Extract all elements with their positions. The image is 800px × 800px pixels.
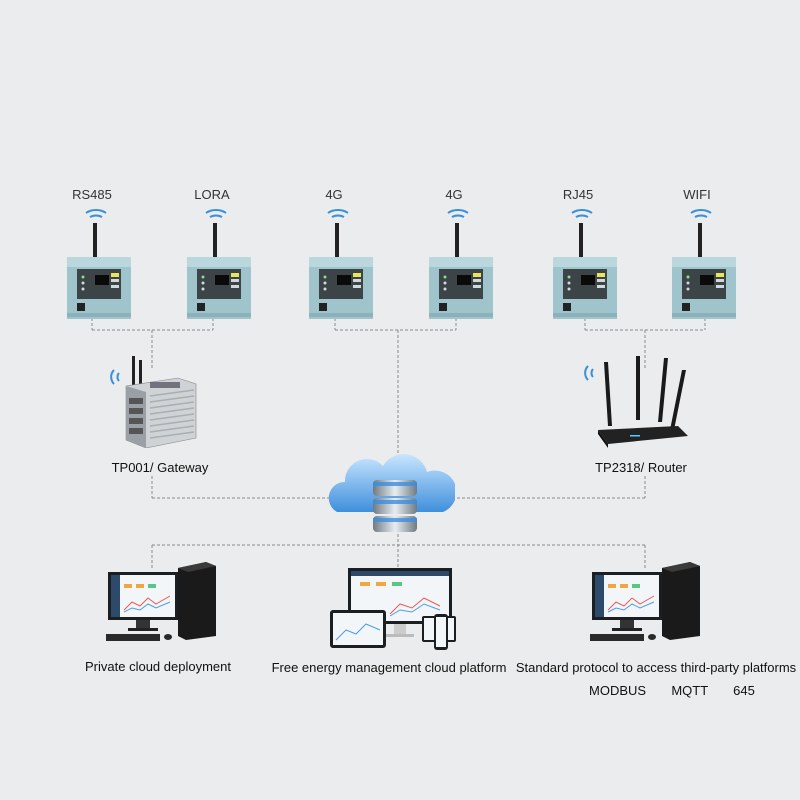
energy-meter xyxy=(545,207,625,324)
energy-meter xyxy=(179,207,259,324)
third-party-computer xyxy=(590,562,700,641)
bottom-label-cloud-platform: Free energy management cloud platform xyxy=(271,660,507,675)
meter-label: 4G xyxy=(325,187,343,202)
wifi-icon xyxy=(327,209,349,218)
wifi-icon xyxy=(110,369,120,385)
energy-meter xyxy=(59,207,139,324)
bottom-label-third-party: Standard protocol to access third-party … xyxy=(515,660,797,675)
wifi-icon xyxy=(584,365,594,381)
wifi-icon xyxy=(447,209,469,218)
energy-meter xyxy=(664,207,744,324)
private-cloud-computer xyxy=(106,562,216,641)
gateway-device xyxy=(110,356,197,448)
gateway-label: TP001/ Gateway xyxy=(111,460,209,475)
protocol-modbus: MODBUS xyxy=(589,683,647,698)
energy-meter-icon xyxy=(553,209,617,319)
cloud-platform-devices xyxy=(330,568,456,650)
wifi-icon xyxy=(571,209,593,218)
energy-meter xyxy=(421,207,501,324)
energy-meter-icon xyxy=(67,209,131,319)
energy-meter xyxy=(301,207,381,324)
energy-meter-icon xyxy=(187,209,251,319)
wifi-icon xyxy=(205,209,227,218)
meter-label: RS485 xyxy=(72,187,112,202)
protocol-list: MODBUS MQTT 645 xyxy=(589,683,755,698)
wifi-icon xyxy=(690,209,712,218)
energy-meter-icon xyxy=(309,209,373,319)
router-device xyxy=(584,356,688,448)
meter-label: LORA xyxy=(194,187,230,202)
energy-meter-icon xyxy=(672,209,736,319)
cloud-database-icon xyxy=(328,454,455,532)
energy-meter-icon xyxy=(429,209,493,319)
wifi-icon xyxy=(85,209,107,218)
router-label: TP2318/ Router xyxy=(595,460,687,475)
meter-label: RJ45 xyxy=(562,187,594,202)
protocol-mqtt: MQTT xyxy=(671,683,708,698)
meter-label: WIFI xyxy=(683,187,711,202)
meter-label: 4G xyxy=(445,187,463,202)
bottom-label-private-cloud: Private cloud deployment xyxy=(85,659,231,674)
protocol-645: 645 xyxy=(733,683,755,698)
